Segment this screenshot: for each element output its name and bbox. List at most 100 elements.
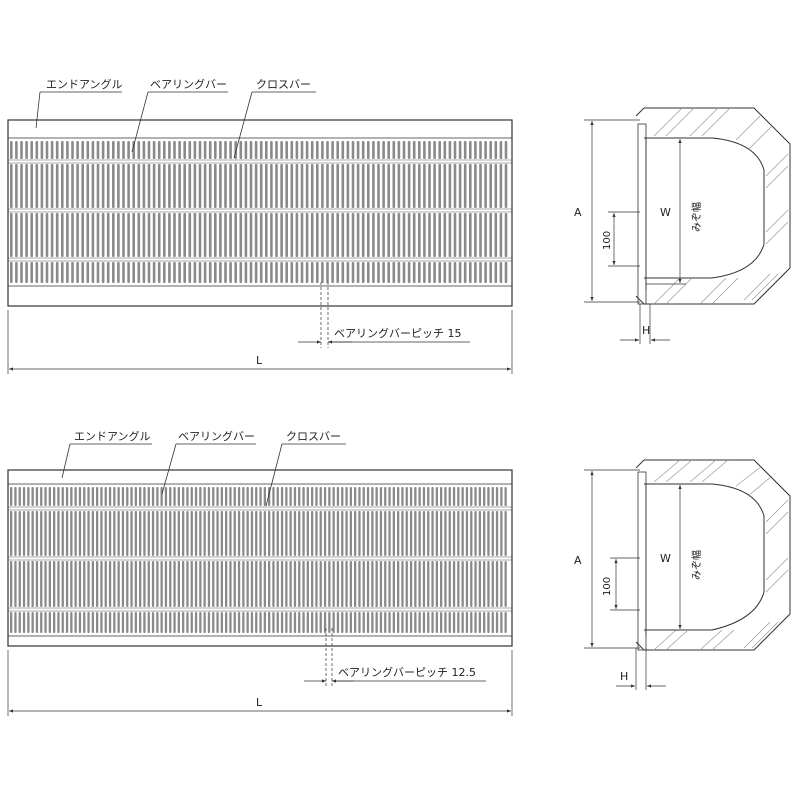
bearing-bar-segment (160, 612, 163, 633)
bearing-bar-segment (100, 612, 103, 633)
bearing-bar-segment (14, 487, 17, 506)
bearing-bar-segment (427, 487, 430, 506)
bearing-bar-segment (371, 511, 374, 556)
bearing-bar-segment (96, 511, 99, 556)
bearing-bar-segment (147, 561, 150, 607)
bearing-bar-segment (491, 561, 494, 607)
bearing-bar-segment (367, 164, 370, 208)
bearing-bar-segment (336, 262, 339, 283)
bearing-bar-segment (96, 561, 99, 607)
bearing-bar-segment (87, 561, 90, 607)
bearing-bar-segment (306, 561, 309, 607)
bearing-bar-segment (371, 612, 374, 633)
bearing-bar-segment (361, 213, 365, 257)
bearing-bar-segment (61, 612, 64, 633)
bearing-bar-segment (10, 262, 13, 283)
bearing-bar-segment (265, 262, 268, 283)
bearing-bar-segment (489, 141, 492, 159)
bearing-bar-segment (402, 141, 406, 159)
bearing-bar-segment (178, 164, 181, 208)
bearing-bar-segment (443, 213, 447, 257)
bearing-bar-segment (113, 487, 116, 506)
bearing-bar-segment (474, 164, 477, 208)
bearing-bar-segment (407, 141, 411, 159)
bearing-bar-segment (157, 164, 161, 208)
bearing-bar-segment (452, 612, 456, 633)
bearing-bar-segment (349, 612, 352, 633)
bearing-bar-segment (163, 164, 166, 208)
bearing-bar-segment (239, 213, 243, 257)
bearing-bar-segment (356, 213, 360, 257)
bearing-bar-segment (101, 141, 105, 159)
bearing-bar-segment (276, 612, 279, 633)
bearing-bar-segment (500, 612, 503, 633)
bearing-bar-segment (203, 612, 206, 633)
bearing-bar-segment (407, 262, 411, 283)
bearing-bar-segment (377, 164, 380, 208)
bearing-bar-segment (132, 141, 135, 159)
bearing-bar-segment (91, 561, 94, 607)
bearing-bar-segment (108, 487, 112, 506)
bearing-bar-segment (448, 612, 451, 633)
bearing-bar-segment (259, 561, 262, 607)
bearing-bar-segment (254, 164, 258, 208)
bearing-bar-segment (237, 487, 241, 506)
bearing-bar-segment (272, 561, 275, 607)
bearing-bar-segment (246, 511, 249, 556)
bearing-bar-segment (208, 262, 212, 283)
bearing-bar-segment (387, 213, 390, 257)
bearing-bar-segment (457, 612, 460, 633)
bearing-bar-segment (91, 487, 94, 506)
bearing-bar-segment (35, 487, 39, 506)
bearing-bar-segment (361, 164, 365, 208)
bearing-bar-segment (405, 612, 408, 633)
bearing-bar-segment (305, 164, 309, 208)
bearing-bar-segment (465, 511, 469, 556)
bottom-leaders (61, 443, 346, 507)
bearing-bar-segment (504, 511, 507, 556)
bearing-bar-segment (346, 164, 350, 208)
bearing-bar-segment (214, 213, 217, 257)
bearing-bar-segment (151, 487, 155, 506)
bearing-bar-segment (239, 141, 243, 159)
bearing-bar-segment (298, 511, 301, 556)
bearing-bar-segment (86, 141, 90, 159)
bearing-bar-segment (263, 612, 266, 633)
bearing-bar-segment (203, 262, 207, 283)
bearing-bar-segment (249, 213, 253, 257)
bearing-bar-segment (224, 141, 227, 159)
bearing-bar-segment (127, 262, 130, 283)
bearing-bar-segment (440, 511, 443, 556)
bearing-bar-segment (382, 164, 385, 208)
bearing-bar-segment (366, 487, 370, 506)
bearing-bar-segment (401, 511, 404, 556)
top-concrete-outline (635, 107, 791, 305)
bearing-bar-segment (48, 487, 51, 506)
bearing-bar-segment (397, 511, 400, 556)
top-section-hatch (653, 107, 789, 305)
bearing-bar-segment (208, 141, 212, 159)
bearing-bar-segment (40, 487, 43, 506)
bearing-bar-segment (332, 511, 335, 556)
bearing-bar-segment (428, 262, 431, 283)
bearing-bar-segment (474, 612, 477, 633)
bearing-bar-segment (397, 262, 401, 283)
bearing-bar-segment (331, 213, 334, 257)
bearing-bar-segment (183, 213, 186, 257)
bearing-bar-segment (220, 487, 223, 506)
bearing-bar-segment (76, 141, 79, 159)
bearing-bar-segment (48, 612, 51, 633)
bearing-bar-segment (96, 612, 99, 633)
bearing-bar-segment (280, 164, 283, 208)
bearing-bar-segment (78, 487, 82, 506)
bearing-bar-segment (319, 511, 322, 556)
bearing-bar-segment (61, 487, 64, 506)
bearing-bar-segment (397, 141, 401, 159)
bearing-bar-segment (469, 262, 472, 283)
bottom-bearing-bar-label: ベアリングバー (178, 429, 255, 443)
bearing-bar-segment (461, 487, 464, 506)
bearing-bar-segment (249, 141, 253, 159)
bearing-bar-segment (10, 213, 13, 257)
bearing-bar-segment (225, 612, 228, 633)
bearing-bar-segment (478, 511, 481, 556)
